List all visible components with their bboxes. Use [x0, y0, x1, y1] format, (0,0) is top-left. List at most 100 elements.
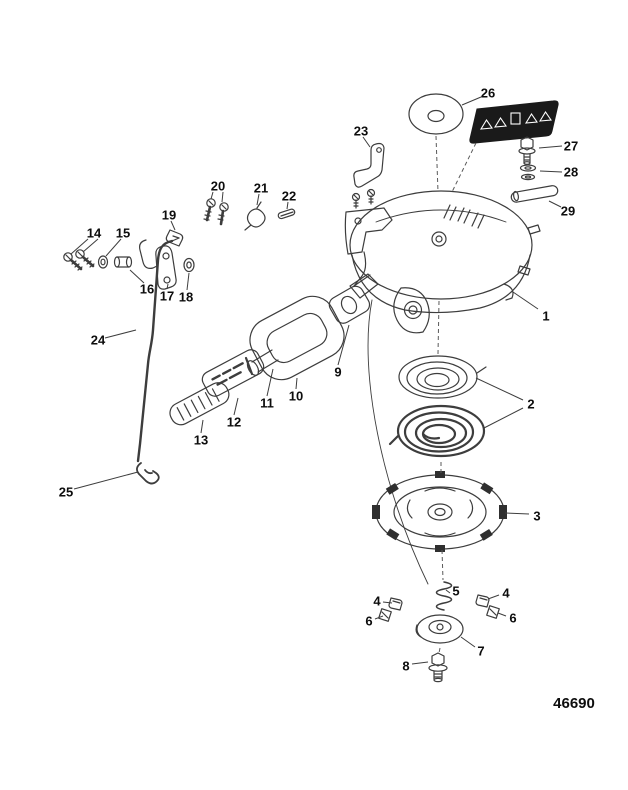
callout-4: 4 — [502, 586, 510, 601]
callout-17: 17 — [160, 289, 174, 304]
callout-2: 2 — [527, 397, 534, 412]
warning-triangle-icon — [479, 118, 493, 130]
leader-2 — [483, 407, 524, 429]
part-17-link-plate — [139, 239, 177, 290]
leader-11 — [266, 368, 274, 397]
leader-4 — [382, 601, 393, 604]
part-3-sheave — [372, 471, 507, 552]
callout-3: 3 — [533, 509, 540, 524]
part-11-rope-anchor — [244, 349, 279, 376]
leader-3 — [504, 512, 530, 515]
leader-24 — [104, 329, 137, 339]
leader-22 — [286, 201, 289, 210]
leader-5 — [445, 589, 451, 594]
part-6-spacer-right — [486, 605, 500, 619]
part-21-spring-clip — [244, 201, 266, 231]
part-22-roll-pin — [277, 208, 296, 220]
callout-13: 13 — [194, 433, 208, 448]
callout-7: 7 — [477, 644, 484, 659]
assembly-axis-lines — [435, 135, 477, 654]
part-8-bolt — [428, 652, 448, 683]
callout-29: 29 — [561, 204, 575, 219]
part-2-spring-lower — [388, 404, 486, 458]
part-18-washer — [183, 257, 195, 273]
callout-23: 23 — [354, 124, 368, 139]
leader-26 — [461, 96, 482, 106]
callout-10: 10 — [289, 389, 303, 404]
callout-14: 14 — [87, 226, 102, 241]
leader-16 — [129, 269, 145, 284]
leader-20 — [221, 191, 224, 203]
leader-2 — [475, 377, 524, 401]
callout-11: 11 — [260, 396, 274, 411]
part-19-clip — [165, 229, 184, 247]
leader-6 — [497, 612, 507, 617]
leader-14 — [82, 238, 99, 253]
housing-bracket — [344, 188, 393, 299]
leader-27 — [538, 145, 563, 149]
rope-path-curve — [367, 299, 429, 585]
callout-26: 26 — [481, 86, 495, 101]
callout-4: 4 — [373, 594, 381, 609]
part-16-spacer — [113, 256, 133, 268]
part-26-cap — [408, 93, 464, 135]
leader-12 — [233, 397, 239, 416]
part-5-return-spring — [435, 581, 453, 611]
part-28-washers — [519, 164, 537, 181]
part-4-pawl-clip-right — [475, 594, 490, 608]
part-24-link-rod — [136, 237, 180, 463]
warning-triangle-icon — [493, 116, 507, 128]
part-9-rope-guide — [328, 285, 371, 324]
callout-8: 8 — [402, 659, 409, 674]
part-25-clip — [136, 462, 160, 485]
part-2-spring-upper — [398, 355, 487, 399]
drawing-number: 46690 — [553, 695, 595, 712]
leader-4 — [487, 594, 500, 600]
warning-triangle-icon — [538, 110, 552, 122]
callout-24: 24 — [91, 333, 106, 348]
leader-6 — [374, 615, 384, 620]
part-23-lock-lever — [353, 142, 385, 188]
leader-7 — [460, 636, 476, 648]
part-13-handle-cover — [169, 382, 230, 426]
part-6-spacer-left — [378, 608, 392, 622]
part-14-screws — [63, 249, 95, 271]
callout-6: 6 — [365, 614, 372, 629]
callout-22: 22 — [282, 189, 296, 204]
leader-21 — [256, 193, 260, 206]
leader-13 — [200, 419, 204, 434]
part-27-bolt — [518, 136, 536, 165]
leader-20 — [210, 191, 214, 200]
leader-23 — [362, 136, 371, 148]
callout-27: 27 — [564, 139, 578, 154]
callout-1: 1 — [542, 309, 549, 324]
callout-21: 21 — [254, 181, 268, 196]
sheave-rim-notches — [372, 471, 507, 552]
leader-10 — [295, 377, 298, 390]
leader-14 — [70, 238, 89, 255]
callout-16: 16 — [140, 282, 154, 297]
part-4-pawl-clip-left — [388, 597, 403, 611]
part-7-pawl-plate — [415, 614, 464, 644]
callout-15: 15 — [116, 226, 130, 241]
callout-28: 28 — [564, 165, 578, 180]
leader-1 — [512, 291, 539, 310]
leader-8 — [411, 661, 429, 665]
callout-5: 5 — [452, 584, 459, 599]
leader-28 — [539, 170, 563, 173]
part-1-starter-housing — [349, 190, 541, 334]
warning-decal — [469, 100, 559, 144]
callout-20: 20 — [211, 179, 225, 194]
manual-book-icon — [510, 112, 521, 125]
leader-25 — [73, 471, 139, 490]
leader-15 — [105, 238, 122, 257]
callout-6: 6 — [509, 611, 516, 626]
callout-25: 25 — [59, 485, 73, 500]
leader-29 — [548, 200, 562, 208]
leader-19 — [170, 220, 176, 231]
leader-9 — [337, 324, 350, 366]
callout-12: 12 — [227, 415, 241, 430]
